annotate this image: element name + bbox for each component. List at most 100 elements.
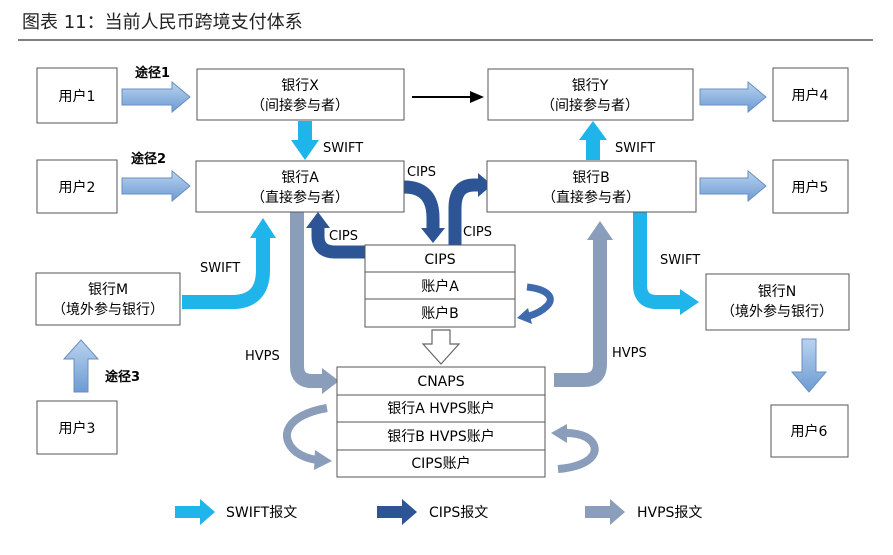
legend-cips-arrow: [377, 499, 417, 525]
cips-header-label: CIPS: [424, 252, 455, 268]
hvps-arrow-a-to-cnaps: [290, 212, 322, 388]
cips-arrow-a-to-cips-head: [421, 228, 445, 243]
cips-to-b-label: CIPS: [463, 225, 492, 240]
bank-m-role: （境外参与银行）: [52, 301, 164, 318]
bank-n-name: 银行N: [758, 284, 796, 300]
bank-x-name: 银行X: [281, 78, 319, 94]
transfer-arrow-x-to-y-head: [470, 91, 484, 103]
cips-account-b-box: [364, 298, 516, 328]
legend-swift-label: SWIFT报文: [226, 505, 297, 521]
user3-box: [36, 400, 118, 455]
cnaps-bank-a-account-label: 银行A HVPS账户: [387, 400, 494, 417]
user1-label: 用户1: [59, 88, 96, 105]
user1-box: [36, 67, 118, 124]
legend-item-cips: CIPS报文: [377, 499, 488, 525]
bank-n-box: [705, 273, 850, 331]
swift-arrow-b-to-y: [586, 140, 600, 160]
cips-account-transfer-loop-head: [517, 308, 532, 324]
user6-box: [770, 404, 849, 458]
legend-hvps-label: HVPS报文: [637, 505, 702, 521]
cnaps-right-loop: [557, 429, 599, 473]
route1-label: 途径1: [135, 65, 170, 81]
bank-b-box: [486, 160, 697, 213]
block-arrow-user2-to-a: [121, 169, 191, 203]
bank-a-role: （直接参与者）: [251, 189, 349, 206]
bank-a-name: 银行A: [281, 170, 319, 186]
cips-to-a-label: CIPS: [329, 229, 358, 244]
bank-y-role: （间接参与者）: [541, 97, 639, 114]
hvps-right-label: HVPS: [612, 346, 647, 361]
cips-account-a-label: 账户A: [421, 278, 459, 295]
bank-y-name: 银行Y: [572, 78, 609, 94]
cnaps-left-loop-head: [314, 450, 332, 470]
cips-header-box: [364, 244, 516, 273]
cnaps-left-loop: [283, 404, 328, 464]
bank-b-role: （直接参与者）: [542, 189, 640, 206]
legend-swift-arrow: [175, 499, 215, 525]
legend-item-hvps: HVPS报文: [585, 499, 702, 525]
cnaps-bank-a-account-box: [336, 394, 546, 423]
cips-account-transfer-loop: [526, 283, 554, 320]
cips-arrow-cips-to-b-head: [478, 173, 492, 197]
route3-label: 途径3: [105, 369, 140, 385]
bank-x-box: [196, 68, 405, 121]
user4-label: 用户4: [792, 87, 829, 104]
user5-box: [772, 159, 849, 214]
cnaps-cips-account-label: CIPS账户: [411, 455, 470, 472]
bank-y-box: [487, 68, 694, 121]
cnaps-right-loop-head: [551, 424, 567, 443]
cips-account-b-label: 账户B: [421, 305, 459, 322]
cips-arrow-cips-to-a-head: [306, 212, 330, 228]
cips-a-top-label: CIPS: [407, 165, 436, 180]
user3-label: 用户3: [59, 420, 96, 437]
bank-n-role: （境外参与银行）: [721, 303, 833, 320]
swift-b-n-label: SWIFT: [660, 253, 700, 268]
swift-x-a-label: SWIFT: [323, 141, 363, 156]
block-arrow-n-to-user6: [790, 338, 828, 393]
swift-arrow-x-to-a: [298, 121, 312, 140]
user2-box: [36, 159, 118, 214]
bank-b-name: 银行B: [572, 170, 610, 186]
user2-label: 用户2: [59, 179, 96, 196]
swift-arrow-m-to-a: [182, 238, 270, 309]
swift-arrow-x-to-a-head: [291, 140, 319, 160]
hollow-arrow-cips-to-cnaps: [421, 329, 461, 365]
swift-arrow-b-to-y-head: [579, 121, 607, 140]
swift-b-y-label: SWIFT: [615, 141, 655, 156]
block-arrow-b-to-user5: [699, 169, 767, 203]
cips-arrow-cips-to-b: [448, 178, 478, 245]
user6-label: 用户6: [791, 423, 828, 440]
block-arrow-user3-to-m: [62, 339, 100, 393]
bank-m-box: [35, 272, 181, 326]
swift-arrow-b-to-n-head: [680, 289, 699, 315]
swift-m-a-label: SWIFT: [200, 261, 240, 276]
bank-a-box: [195, 160, 405, 213]
hvps-arrow-cnaps-to-b: [554, 240, 607, 387]
block-arrow-user1-to-x: [121, 80, 191, 114]
cnaps-bank-b-account-box: [336, 421, 546, 451]
user4-box: [772, 67, 849, 122]
cips-account-a-box: [364, 271, 516, 300]
hvps-left-label: HVPS: [245, 349, 280, 364]
legend-item-swift: SWIFT报文: [175, 499, 297, 525]
legend-hvps-arrow: [585, 499, 625, 525]
legend: SWIFT报文 CIPS报文 HVPS报文: [175, 499, 702, 525]
user5-label: 用户5: [792, 179, 829, 196]
hvps-arrow-a-to-cnaps-head: [322, 368, 339, 394]
swift-arrow-m-to-a-head: [250, 218, 276, 238]
cips-arrow-cips-to-a: [311, 228, 368, 259]
hvps-arrow-cnaps-to-b-head: [587, 221, 613, 240]
cips-arrow-a-to-cips: [403, 180, 440, 228]
legend-cips-label: CIPS报文: [429, 505, 488, 521]
cnaps-cips-account-box: [336, 449, 546, 478]
route2-label: 途径2: [131, 151, 166, 167]
bank-x-role: （间接参与者）: [251, 97, 349, 114]
bank-m-name: 银行M: [88, 282, 128, 298]
cnaps-bank-b-account-label: 银行B HVPS账户: [387, 428, 495, 445]
figure-title: 图表 11：当前人民币跨境支付体系: [22, 12, 303, 33]
block-arrow-y-to-user4: [699, 80, 767, 114]
cnaps-header-label: CNAPS: [417, 374, 464, 390]
cnaps-header-box: [336, 366, 546, 396]
swift-arrow-b-to-n: [633, 212, 680, 309]
